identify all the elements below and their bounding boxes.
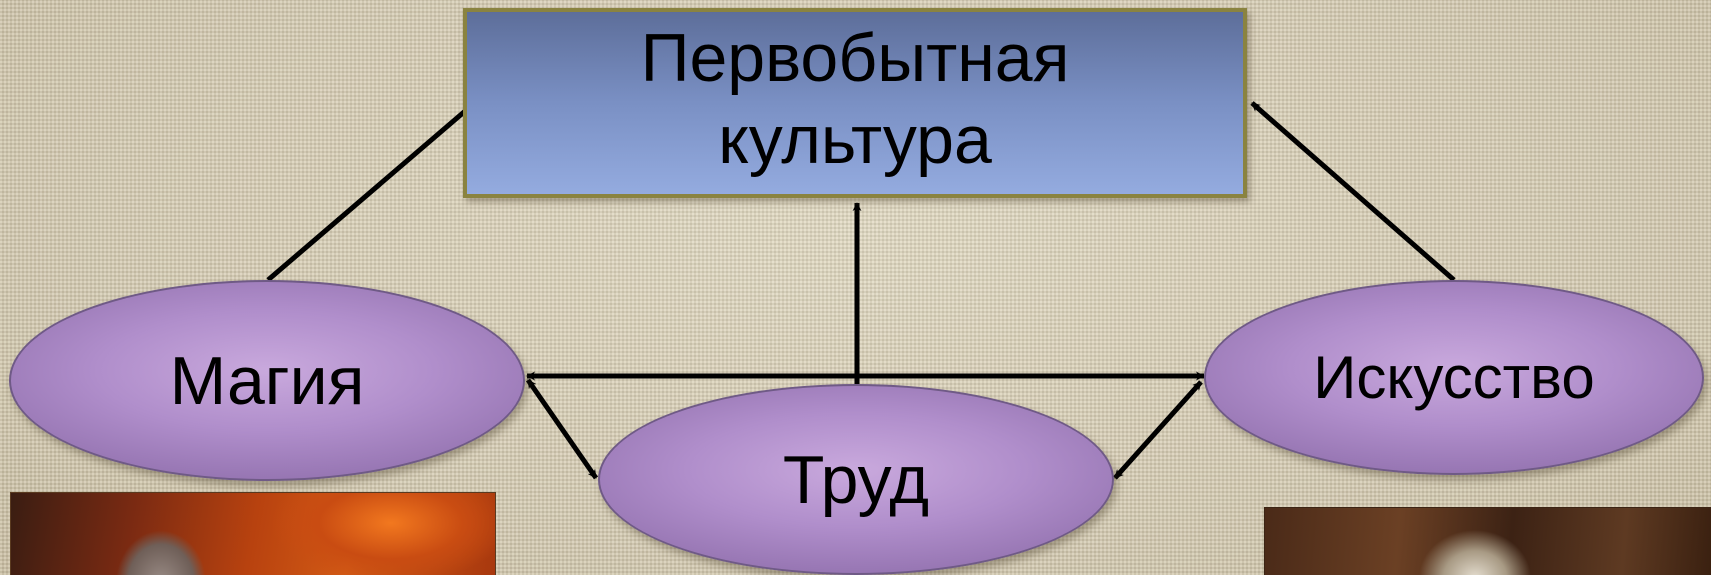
cave-painting-photo-right (1264, 507, 1711, 575)
arrow-labor-art (1113, 380, 1203, 480)
node-labor: Труд (598, 384, 1114, 575)
node-labor-label: Труд (782, 441, 930, 518)
arrow-magic-labor (525, 378, 599, 480)
cave-painting-photo-left (10, 492, 496, 575)
root-node-label: Первобытная культура (640, 20, 1070, 178)
arrow-art-to-root (1250, 101, 1456, 282)
node-magic-label: Магия (169, 342, 365, 419)
root-node-primitive-culture: Первобытная культура (463, 8, 1247, 198)
node-magic: Магия (9, 280, 525, 481)
arrow-magic-to-root (266, 98, 480, 282)
node-art-label: Искусство (1313, 343, 1595, 411)
node-art: Искусство (1204, 280, 1704, 475)
